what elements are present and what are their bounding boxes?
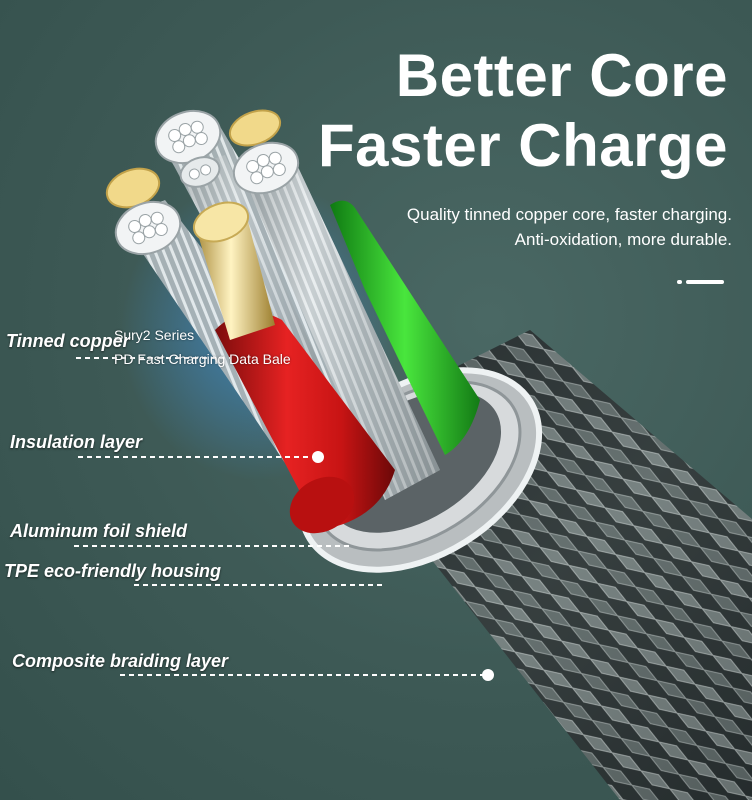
callout-tpe-housing: TPE eco-friendly housing bbox=[4, 561, 222, 581]
decorative-dot bbox=[677, 280, 682, 284]
callout-aluminum-foil: Aluminum foil shield bbox=[10, 521, 188, 541]
headline-line-2: Faster Charge bbox=[318, 112, 728, 179]
callout-braiding-layer: Composite braiding layer bbox=[12, 651, 229, 671]
callout-insulation-layer: Insulation layer bbox=[10, 432, 143, 452]
callout-leaders bbox=[74, 357, 488, 676]
watermark-series: Sury2 Series bbox=[114, 327, 195, 343]
subtitle-line-2: Anti-oxidation, more durable. bbox=[514, 230, 732, 249]
braid-marker bbox=[482, 669, 494, 681]
watermark-product: PD Fast Charging Data Bale bbox=[114, 351, 291, 367]
red-wire bbox=[215, 312, 395, 534]
gold-conductor-tips bbox=[105, 109, 282, 340]
green-wire bbox=[330, 200, 480, 455]
insulation-marker bbox=[312, 451, 324, 463]
headline-line-1: Better Core bbox=[395, 42, 728, 109]
strand-cross-sections bbox=[114, 109, 300, 256]
callout-tinned-copper: Tinned copper bbox=[6, 331, 130, 351]
decorative-bar bbox=[686, 280, 724, 284]
subtitle-line-1: Quality tinned copper core, faster charg… bbox=[406, 205, 732, 224]
